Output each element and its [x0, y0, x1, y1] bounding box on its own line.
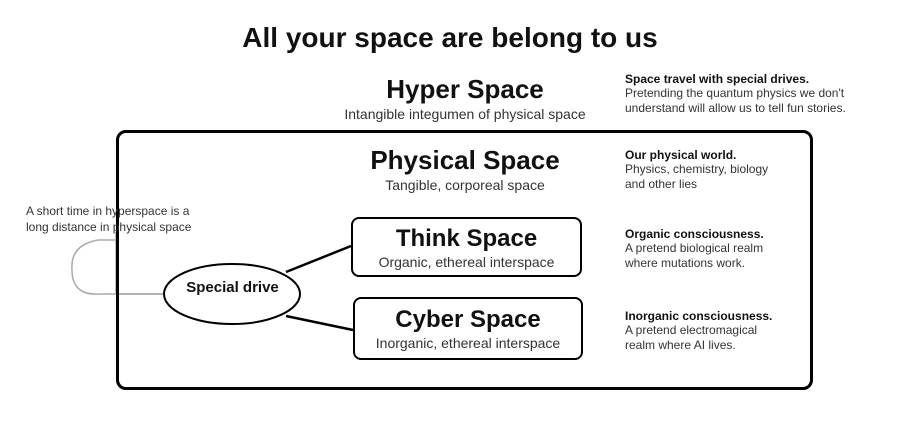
physical-space-subtitle: Tangible, corporeal space: [385, 177, 545, 193]
hyperspace-side-note: A short time in hyperspace is a long dis…: [26, 203, 191, 235]
diagram-title: All your space are belong to us: [242, 22, 658, 53]
physical-space-note: Our physical world. Physics, chemistry, …: [625, 148, 769, 191]
connector-to-cyber: [285, 314, 354, 332]
hyper-note-heading: Space travel with special drives: [625, 72, 806, 86]
cyber-space-note: Inorganic consciousness. A pretend elect…: [625, 309, 773, 352]
side-note-line-1: A short time in hyperspace is a: [26, 204, 190, 218]
special-drive-node: [163, 263, 301, 325]
special-drive-label: Special drive: [186, 279, 279, 296]
physical-note-line-1: Physics, chemistry, biology: [625, 162, 769, 176]
think-note-heading: Organic consciousness: [625, 227, 761, 241]
physical-note-line-2: and other lies: [625, 177, 698, 191]
hyper-space-subtitle: Intangible integumen of physical space: [344, 106, 586, 122]
think-note-line-2: where mutations work.: [625, 256, 746, 270]
think-space-title: Think Space: [395, 225, 538, 252]
think-space-subtitle: Organic, ethereal interspace: [378, 254, 555, 270]
cyber-note-heading: Inorganic consciousness: [625, 309, 770, 323]
hyper-note-line-2: understand will allow us to tell fun sto…: [625, 101, 846, 115]
cyber-note-line-2: realm where AI lives.: [625, 338, 736, 352]
physical-space-title: Physical Space: [370, 145, 560, 175]
hyper-space-title: Hyper Space: [386, 74, 544, 104]
cyber-note-line-1: A pretend electromagical: [625, 323, 758, 337]
cyber-space-box: Cyber Space Inorganic, ethereal interspa…: [353, 297, 583, 360]
physical-space-boundary: [116, 130, 813, 390]
think-space-note: Organic consciousness. A pretend biologi…: [625, 227, 764, 270]
think-note-line-1: A pretend biological realm: [625, 241, 764, 255]
hyper-space-note: Space travel with special drives. Preten…: [625, 72, 846, 115]
cyber-space-title: Cyber Space: [395, 306, 541, 333]
hyperspace-loop: [71, 232, 117, 295]
connector-to-think: [285, 244, 352, 274]
think-space-box: Think Space Organic, ethereal interspace: [351, 217, 582, 277]
hyper-note-line-1: Pretending the quantum physics we don't: [625, 86, 845, 100]
physical-note-heading: Our physical world: [625, 148, 734, 162]
cyber-space-subtitle: Inorganic, ethereal interspace: [375, 335, 561, 351]
side-note-line-2: long distance in physical space: [26, 220, 192, 234]
